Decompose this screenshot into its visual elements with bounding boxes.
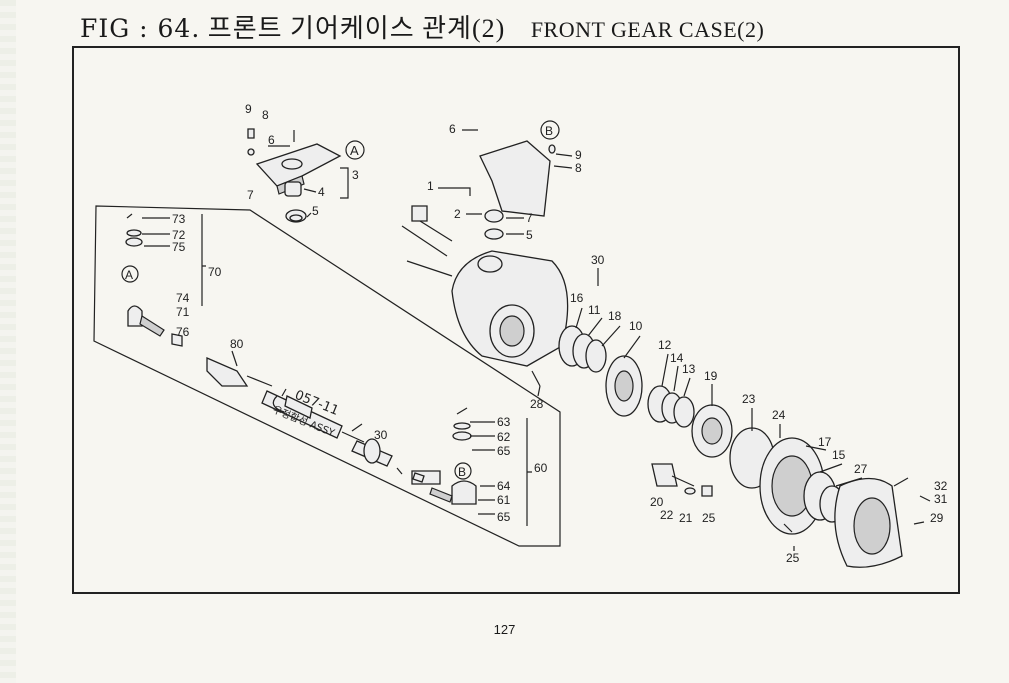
callout: 13 [682,362,696,376]
callout: 1 [427,179,434,193]
callout: 25 [786,551,800,565]
callout: 5 [526,228,533,242]
tie-rod-tube [261,390,365,443]
callout: 20 [650,495,664,509]
callout: B [458,465,466,479]
reference-circle [345,140,365,160]
reference-circle [454,462,472,480]
upper-left-bracket-assembly [247,128,349,223]
callout: 19 [704,369,718,383]
main-callouts-upper: 6 B 9 8 1 2 7 5 30 [427,120,605,286]
callout: 80 [230,337,244,351]
figure-number: FIG : 64. [80,14,201,43]
title-korean: 프론트 기어케이스 관계(2) [207,14,506,43]
reference-circle [540,120,560,140]
callout: 30 [374,428,388,442]
callout: 74 [176,291,190,305]
callout: 25 [702,511,716,525]
callout: 2 [454,207,461,221]
title-english: FRONT GEAR CASE(2) [530,17,765,42]
callout: 22 [660,508,674,522]
callout: A [350,143,359,158]
callout: 9 [245,102,252,116]
callout: 29 [930,511,944,525]
callout: 32 [934,479,948,493]
callout: 16 [570,291,584,305]
callout: 12 [658,338,672,352]
callout: 73 [172,212,186,226]
main-upper-bracket [479,140,556,240]
callout: 65 [497,510,511,524]
callout: 60 [534,461,548,475]
callout: 24 [772,408,786,422]
callout: 31 [934,492,948,506]
page-number: 127 [493,622,516,637]
callout: 76 [176,325,190,339]
callout: 7 [526,211,533,225]
callout: 5 [312,204,319,218]
page-title: FIG : 64. 프론트 기어케이스 관계(2) FRONT GEAR CAS… [80,8,764,45]
callout: 11 [588,303,601,317]
callout: 18 [608,309,622,323]
callout: A [125,268,133,282]
callout: 21 [679,511,693,525]
gear-train-parts [531,325,931,568]
callout: 9 [575,148,582,162]
exploded-parts-diagram: 9 8 6 3 4 5 7 A 73 72 75 70 A 74 71 76 8… [93,102,948,568]
callout: 6 [268,133,275,147]
drawing-frame [72,46,960,594]
tie-rod-subassembly-outline [93,205,561,547]
tie-rod-callouts-right: 63 62 65 60 B 64 61 65 30 [374,415,548,526]
callout: 65 [497,444,511,458]
callout: 6 [449,122,456,136]
callout: 61 [497,493,511,507]
callout: 7 [247,188,254,202]
callout: 72 [172,228,186,242]
callout: 75 [172,240,186,254]
callout: 23 [742,392,756,406]
callout: 14 [670,351,684,365]
callout: 28 [530,397,544,411]
callout: B [545,124,553,138]
callout: 71 [176,305,190,319]
callout: 8 [262,108,269,122]
callout: 62 [497,430,511,444]
front-gear-case-housing [401,205,569,367]
callout: 17 [818,435,832,449]
callout: 4 [318,185,325,199]
callout: 3 [352,168,359,182]
callout: 8 [575,161,582,175]
reference-circle [121,265,139,283]
tie-rod-callouts-left: 73 72 75 70 A 74 71 76 80 [121,212,244,367]
scan-edge [0,0,16,683]
callout: 27 [854,462,868,476]
callout: 64 [497,479,511,493]
tie-rod-end-right [351,407,477,505]
upper-left-callouts: 9 8 6 3 4 5 7 A [245,102,365,218]
tie-rod-end-left [125,213,273,387]
callout: 10 [629,319,643,333]
main-callouts-lower: 16 11 18 10 12 14 13 19 28 23 24 17 15 2… [530,291,948,565]
callout: 30 [591,253,605,267]
callout: 70 [208,265,222,279]
callout: 63 [497,415,511,429]
callout: 15 [832,448,846,462]
